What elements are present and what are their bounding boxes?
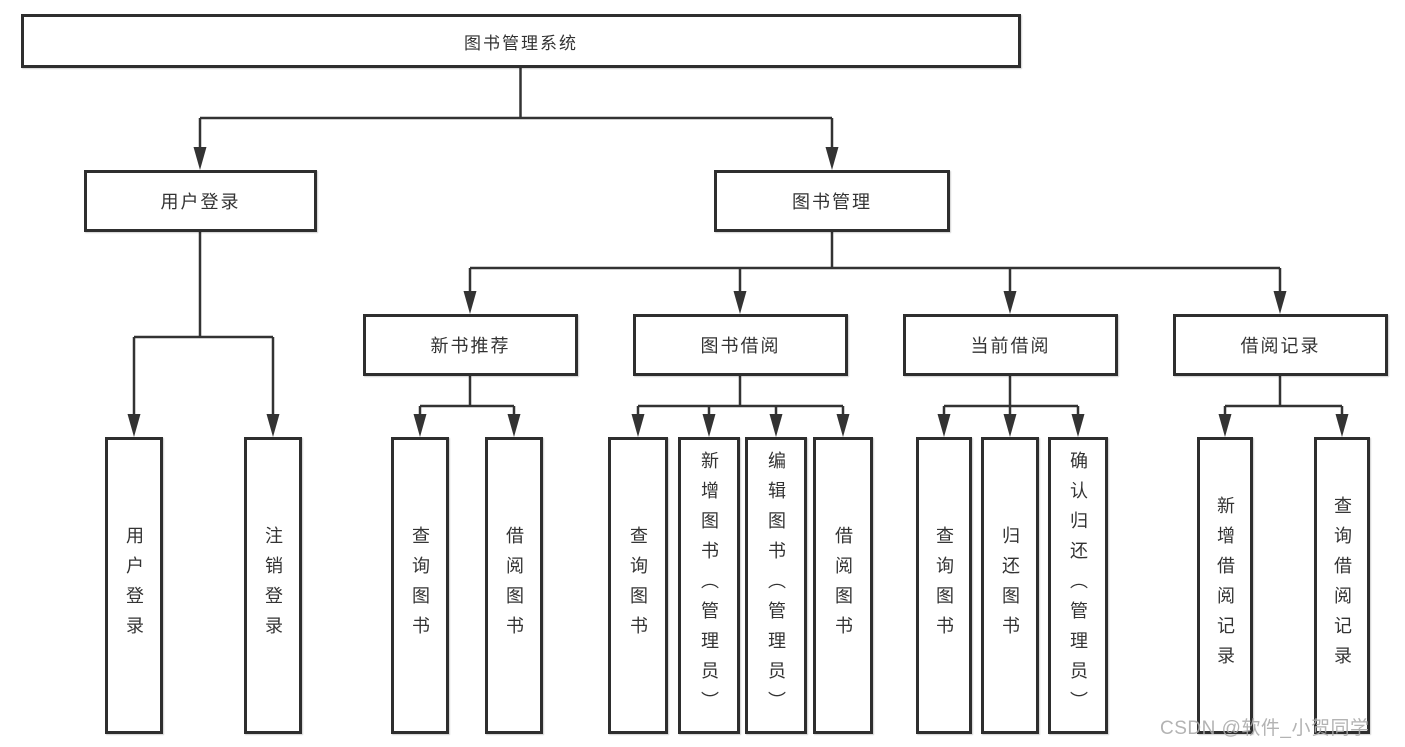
- node-query-books-3: 查询图书: [916, 437, 972, 734]
- node-return-books-label: 归还图书: [1000, 525, 1020, 646]
- node-confirm-return-admin-label: 确认归还（管理员）: [1068, 450, 1088, 721]
- node-new-book-recommendation: 新书推荐: [363, 314, 578, 376]
- node-user-login-label: 用户登录: [124, 525, 144, 646]
- node-logout: 注销登录: [244, 437, 302, 734]
- node-add-borrow-record-label: 新增借阅记录: [1215, 495, 1235, 676]
- node-borrow-books-1-label: 借阅图书: [504, 525, 524, 646]
- node-query-books-1: 查询图书: [391, 437, 449, 734]
- node-borrow-books-1: 借阅图书: [485, 437, 543, 734]
- node-user-login-branch: 用户登录: [84, 170, 317, 232]
- node-borrow-books-2-label: 借阅图书: [833, 525, 853, 646]
- node-confirm-return-admin: 确认归还（管理员）: [1048, 437, 1108, 734]
- node-query-books-3-label: 查询图书: [934, 525, 954, 646]
- node-query-borrow-record: 查询借阅记录: [1314, 437, 1370, 734]
- node-add-books-admin: 新增图书（管理员）: [678, 437, 740, 734]
- node-edit-books-admin-label: 编辑图书（管理员）: [766, 450, 786, 721]
- arrowhead-icons: [127, 147, 1349, 437]
- node-query-books-1-label: 查询图书: [410, 525, 430, 646]
- node-return-books: 归还图书: [981, 437, 1039, 734]
- node-query-books-2-label: 查询图书: [628, 525, 648, 646]
- node-book-management-branch: 图书管理: [714, 170, 950, 232]
- node-book-borrowing: 图书借阅: [633, 314, 848, 376]
- node-add-borrow-record: 新增借阅记录: [1197, 437, 1253, 734]
- node-logout-label: 注销登录: [263, 525, 283, 646]
- node-borrow-books-2: 借阅图书: [813, 437, 873, 734]
- node-edit-books-admin: 编辑图书（管理员）: [745, 437, 807, 734]
- node-user-login: 用户登录: [105, 437, 163, 734]
- csdn-watermark: CSDN @软件_小贺同学: [1160, 718, 1370, 739]
- node-add-books-admin-label: 新增图书（管理员）: [699, 450, 719, 721]
- node-borrowing-records: 借阅记录: [1173, 314, 1388, 376]
- node-query-books-2: 查询图书: [608, 437, 668, 734]
- node-library-management-system: 图书管理系统: [21, 14, 1021, 68]
- node-current-borrowing: 当前借阅: [903, 314, 1118, 376]
- node-query-borrow-record-label: 查询借阅记录: [1332, 495, 1352, 676]
